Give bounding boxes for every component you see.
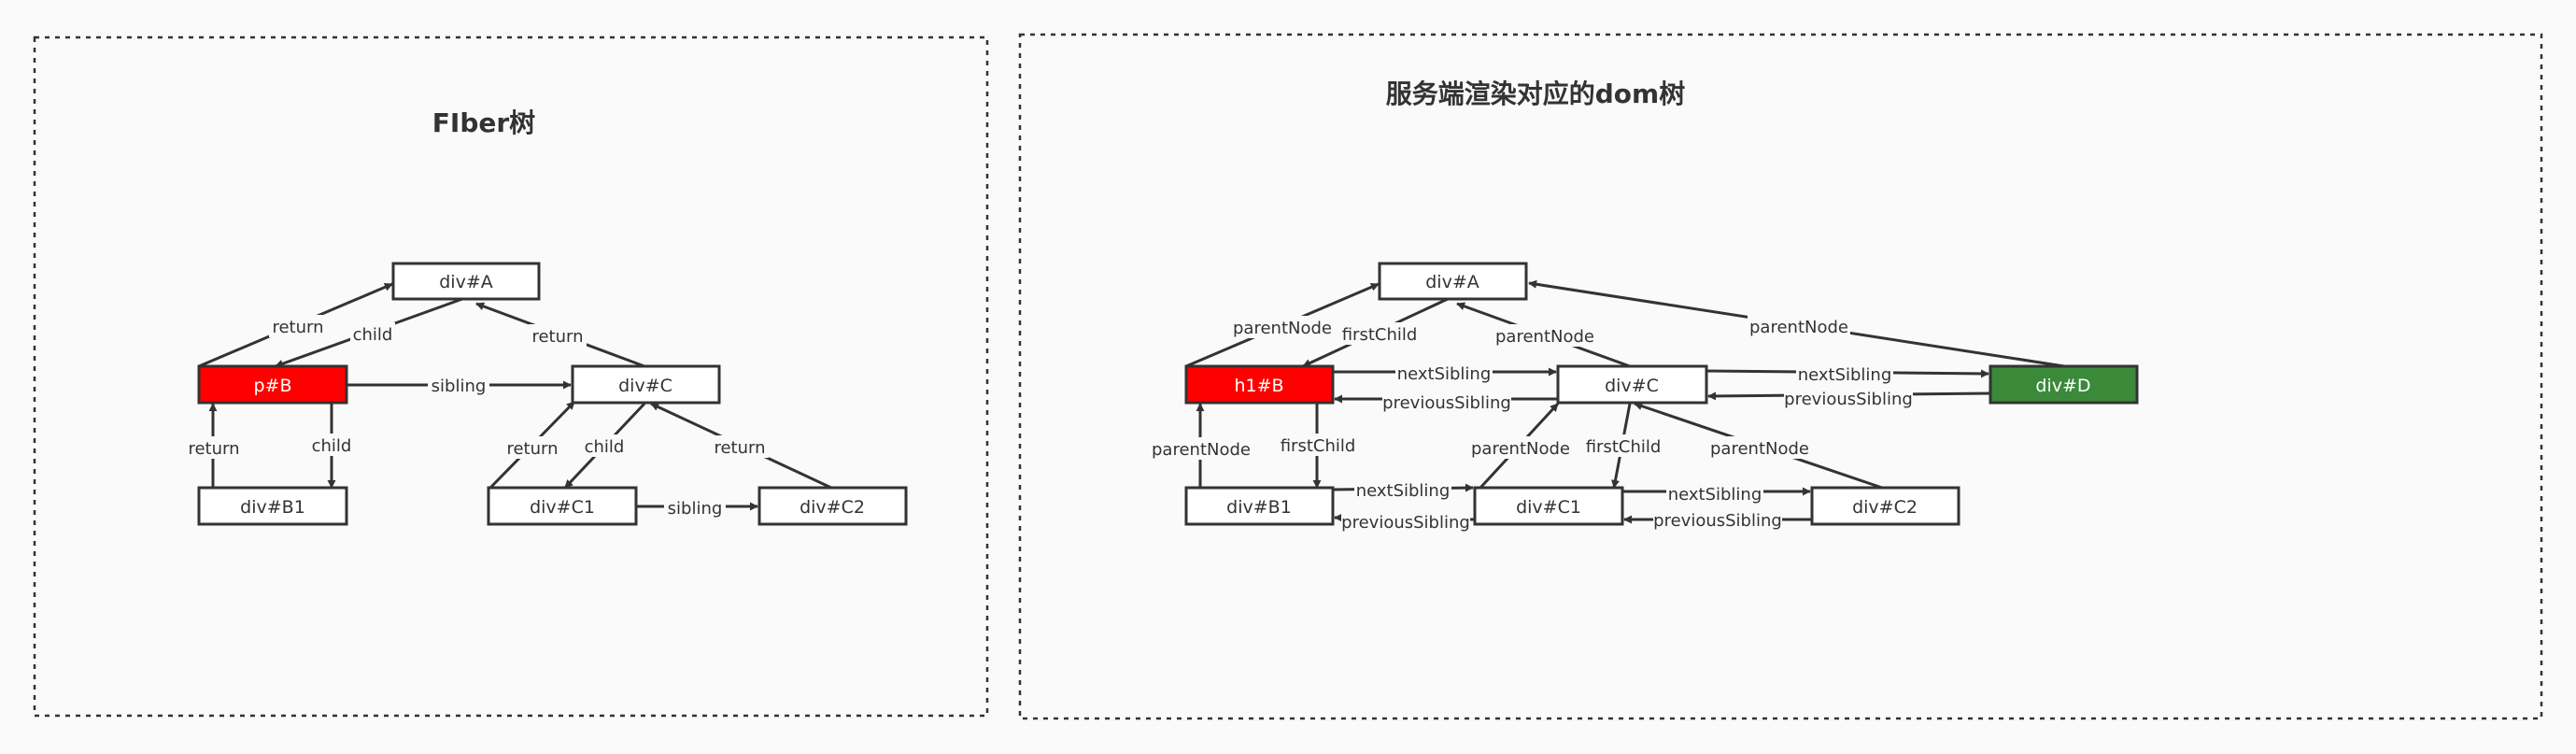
fiber-node-c2: div#C2 <box>757 486 908 526</box>
node-label: div#A <box>439 272 493 292</box>
node-label: div#D <box>2035 376 2090 396</box>
dom-node-a: div#A <box>1378 262 1528 301</box>
edge-label: sibling <box>432 377 487 396</box>
edge-label: parentNode <box>1749 318 1848 337</box>
dom-node-b1: div#B1 <box>1184 486 1335 526</box>
dom-node-c: div#C <box>1556 364 1708 405</box>
fiber-node-b1: div#B1 <box>197 486 348 526</box>
edge-label: firstChild <box>1342 325 1418 345</box>
edge-label: return <box>714 438 765 458</box>
edge-label: child <box>585 437 625 457</box>
edge-label: return <box>272 318 323 337</box>
fiber-node-b: p#B <box>197 364 348 405</box>
edge-label: firstChild <box>1586 437 1662 457</box>
node-label: div#C2 <box>1852 497 1918 518</box>
node-label: div#C <box>1605 376 1659 396</box>
edge-label: nextSibling <box>1356 481 1451 501</box>
dom-panel-border <box>1018 33 2543 720</box>
edge-label: parentNode <box>1495 327 1594 347</box>
dom-panel-title: 服务端渲染对应的dom树 <box>1386 78 1685 109</box>
node-label: h1#B <box>1234 376 1283 396</box>
edge-label: child <box>353 325 393 345</box>
edge-label: return <box>506 439 558 459</box>
node-label: div#C1 <box>530 497 595 518</box>
edge-label: child <box>312 436 352 456</box>
edge-label: parentNode <box>1471 439 1570 459</box>
node-label: div#A <box>1425 272 1479 292</box>
edge-label: parentNode <box>1233 319 1332 338</box>
edge-label: sibling <box>668 499 723 519</box>
dom-node-c2: div#C2 <box>1810 486 1960 526</box>
fiber-node-c: div#C <box>571 364 721 405</box>
edge-label: firstChild <box>1281 436 1356 456</box>
edge-label: previousSibling <box>1382 393 1511 413</box>
edge-label: return <box>531 327 583 347</box>
node-label: div#C2 <box>800 497 865 518</box>
dom-node-c1: div#C1 <box>1473 486 1624 526</box>
node-label: div#C <box>618 376 672 396</box>
edge-label: previousSibling <box>1341 513 1470 533</box>
fiber-edge-labels: return child return sibling return child… <box>185 315 769 519</box>
dom-edge-labels: parentNode firstChild parentNode parentN… <box>1150 315 1913 533</box>
dom-tree-panel: 服务端渲染对应的dom树 parentNode firs <box>1018 33 2543 720</box>
fiber-node-a: div#A <box>391 262 541 301</box>
fiber-tree-panel: FIber树 return child return sibling ret <box>33 36 989 718</box>
dom-node-d: div#D <box>1989 364 2139 405</box>
edge-label: previousSibling <box>1653 511 1782 531</box>
node-label: p#B <box>253 376 291 396</box>
node-label: div#C1 <box>1516 497 1581 518</box>
node-label: div#B1 <box>1226 497 1292 518</box>
edge-label: parentNode <box>1710 439 1809 459</box>
dom-node-h1b: h1#B <box>1184 364 1335 405</box>
edge-label: nextSibling <box>1397 364 1492 384</box>
edge-label: nextSibling <box>1668 485 1762 505</box>
edge-label: nextSibling <box>1798 365 1892 385</box>
node-label: div#B1 <box>240 497 305 518</box>
edge-label: previousSibling <box>1784 390 1913 409</box>
fiber-panel-title: FIber树 <box>432 107 535 138</box>
fiber-node-c1: div#C1 <box>487 486 638 526</box>
edge-label: return <box>188 439 239 459</box>
edge-label: parentNode <box>1152 440 1251 460</box>
fiber-panel-border <box>33 36 989 718</box>
